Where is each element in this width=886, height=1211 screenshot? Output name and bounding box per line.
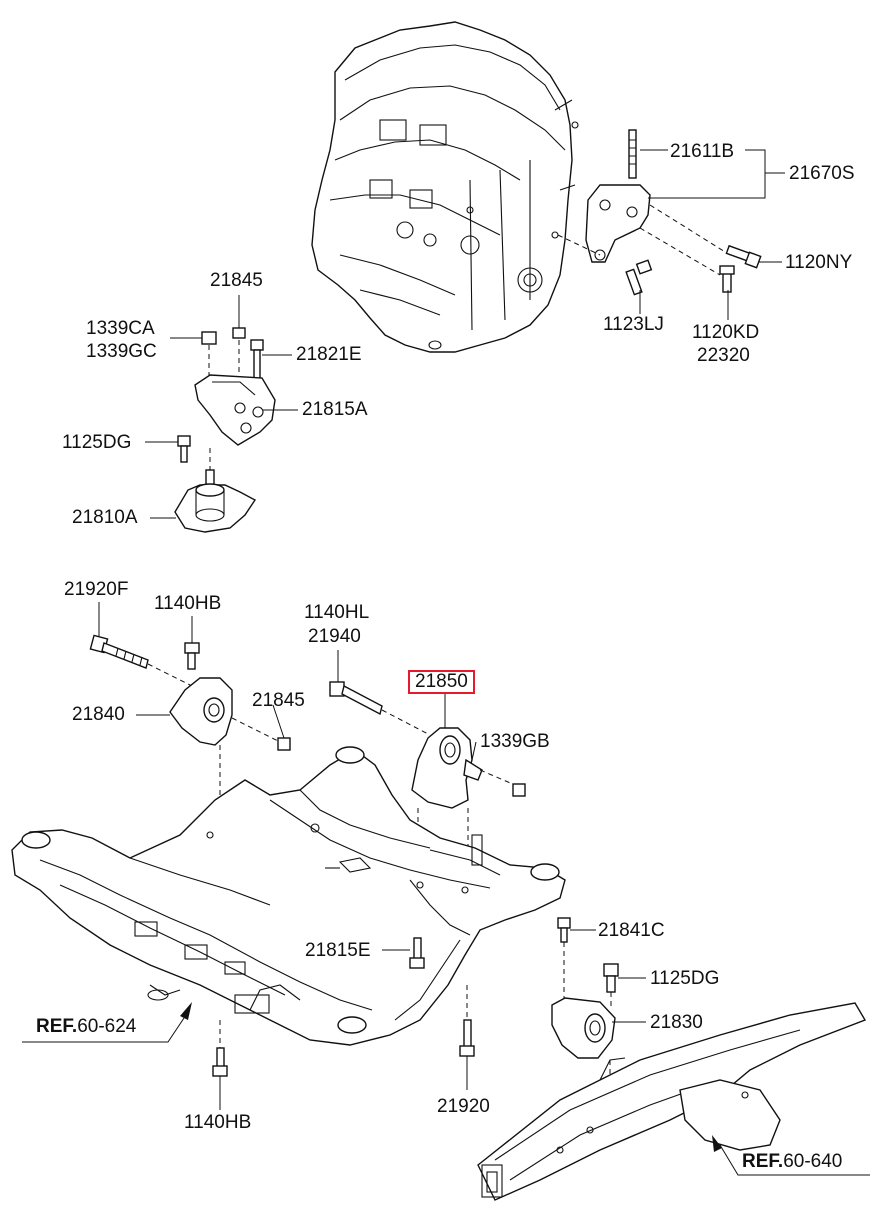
callout-21670s: 21670S <box>789 163 855 184</box>
left-mount-21840 <box>89 634 291 970</box>
callout-1120kd: 1120KD <box>692 322 760 343</box>
callout-1339gc: 1339GC <box>86 341 157 362</box>
callout-1123lj: 1123LJ <box>603 314 664 335</box>
callout-21841c: 21841C <box>598 920 665 941</box>
engine-block <box>311 21 579 353</box>
callout-21920: 21920 <box>437 1096 490 1117</box>
callout-21920f: 21920F <box>64 579 129 600</box>
right-mount-21830 <box>551 917 619 1090</box>
ref-right[interactable]: REF.60-640 <box>742 1151 842 1173</box>
front-subframe <box>11 746 566 1046</box>
callout-21845-top: 21845 <box>210 270 263 291</box>
callout-1339gb: 1339GB <box>480 731 550 752</box>
callout-1125dg-bot: 1125DG <box>650 968 720 989</box>
callout-21940: 21940 <box>308 626 361 647</box>
callout-1125dg-top: 1125DG <box>62 432 132 453</box>
callout-21815e: 21815E <box>305 940 371 961</box>
callout-1140hb-bot: 1140HB <box>184 1112 252 1133</box>
upper-mount-group <box>174 327 276 533</box>
callout-21815a: 21815A <box>302 399 368 420</box>
ref-left[interactable]: REF.60-624 <box>36 1016 136 1038</box>
callout-21810a: 21810A <box>72 507 138 528</box>
callout-21840: 21840 <box>72 704 125 725</box>
callout-21830: 21830 <box>650 1012 703 1033</box>
callout-22320: 22320 <box>697 345 750 366</box>
callout-1339ca: 1339CA <box>86 318 155 339</box>
callout-21821e: 21821E <box>296 344 362 365</box>
callout-1140hb-top: 1140HB <box>154 593 222 614</box>
callout-1120ny: 1120NY <box>785 252 853 273</box>
center-mount-21850 <box>329 681 526 900</box>
ref-right-prefix: REF. <box>742 1151 784 1172</box>
callout-21850-highlighted[interactable]: 21850 <box>408 670 475 694</box>
ref-left-prefix: REF. <box>36 1016 78 1037</box>
leader-lines <box>22 149 870 1176</box>
callout-21611b: 21611B <box>670 141 735 162</box>
callout-1140hl: 1140HL <box>304 602 370 623</box>
callout-21845-mid: 21845 <box>252 690 305 711</box>
side-rail <box>477 1002 867 1201</box>
ref-left-code: 60-624 <box>77 1016 137 1037</box>
ref-right-code: 60-640 <box>783 1151 843 1172</box>
subframe-bolts <box>212 937 475 1077</box>
ref-arrows <box>180 1002 722 1152</box>
engine-side-bracket <box>557 129 762 296</box>
